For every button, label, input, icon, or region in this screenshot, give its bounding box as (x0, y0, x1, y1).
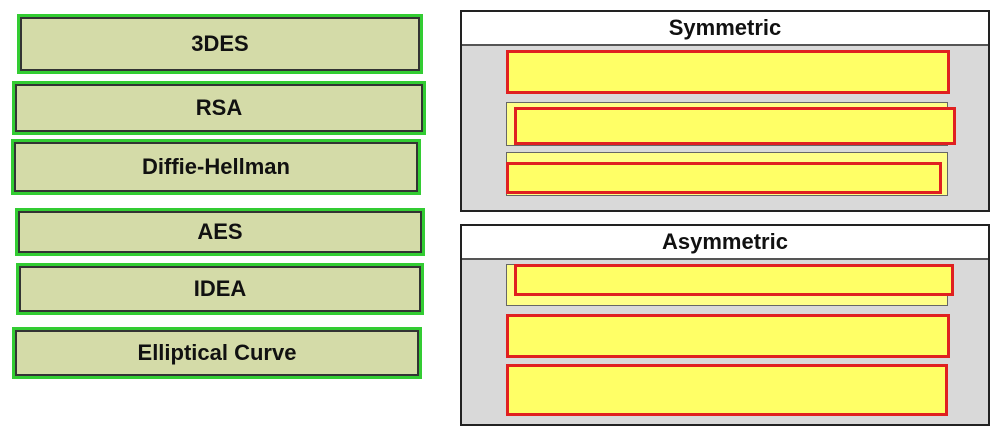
drop-slot-symmetric-3[interactable] (506, 162, 942, 194)
drop-slot-symmetric-2[interactable] (514, 107, 956, 145)
drop-slot-asymmetric-1[interactable] (514, 264, 954, 296)
drop-slot-asymmetric-2[interactable] (506, 314, 950, 358)
target-panel-asymmetric: Asymmetric (460, 224, 990, 426)
panel-title-symmetric: Symmetric (462, 12, 988, 46)
drag-item-idea[interactable]: IDEA (16, 263, 424, 315)
drag-item-elliptical-curve[interactable]: Elliptical Curve (12, 327, 422, 379)
panel-title-asymmetric: Asymmetric (462, 226, 988, 260)
drag-item-diffie-hellman[interactable]: Diffie-Hellman (11, 139, 421, 195)
drop-slot-symmetric-1[interactable] (506, 50, 950, 94)
drag-item-3des[interactable]: 3DES (17, 14, 423, 74)
target-panel-symmetric: Symmetric (460, 10, 990, 212)
drag-item-aes[interactable]: AES (15, 208, 425, 256)
drag-item-rsa[interactable]: RSA (12, 81, 426, 135)
drop-slot-asymmetric-3[interactable] (506, 364, 948, 416)
